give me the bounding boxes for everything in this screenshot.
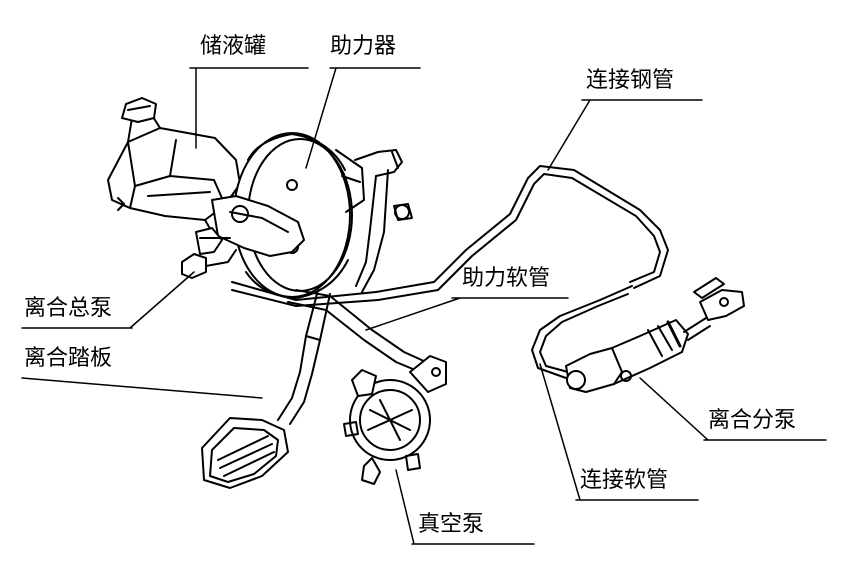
label-slave-cylinder: 离合分泵 bbox=[708, 408, 797, 433]
label-connecting-hose: 连接软管 bbox=[580, 468, 669, 493]
leader-vacuum-pump bbox=[395, 469, 535, 545]
pedal-shape bbox=[201, 289, 331, 489]
steel-pipe-shape bbox=[231, 165, 669, 307]
master-cylinder-shape bbox=[181, 195, 305, 279]
label-reservoir: 储液罐 bbox=[200, 34, 267, 59]
vacuum-pump-shape bbox=[343, 355, 447, 485]
leader-connecting-hose bbox=[539, 363, 699, 501]
label-vacuum-pump: 真空泵 bbox=[418, 512, 485, 537]
label-booster: 助力器 bbox=[330, 34, 397, 59]
leader-lines bbox=[21, 67, 827, 545]
leader-steel-pipe bbox=[547, 99, 703, 171]
label-booster-hose: 助力软管 bbox=[462, 266, 551, 291]
leader-master-cylinder bbox=[21, 271, 195, 329]
leader-slave-cylinder bbox=[639, 377, 827, 441]
leader-booster bbox=[305, 67, 421, 169]
label-master-cylinder: 离合总泵 bbox=[24, 296, 113, 321]
leader-reservoir bbox=[189, 67, 309, 149]
label-steel-pipe: 连接钢管 bbox=[586, 68, 675, 93]
leader-pedal bbox=[21, 377, 263, 399]
slave-cylinder-shape bbox=[565, 277, 745, 393]
label-pedal: 离合踏板 bbox=[24, 346, 113, 371]
connecting-hose-shape bbox=[531, 285, 633, 379]
leader-booster-hose bbox=[365, 297, 569, 331]
